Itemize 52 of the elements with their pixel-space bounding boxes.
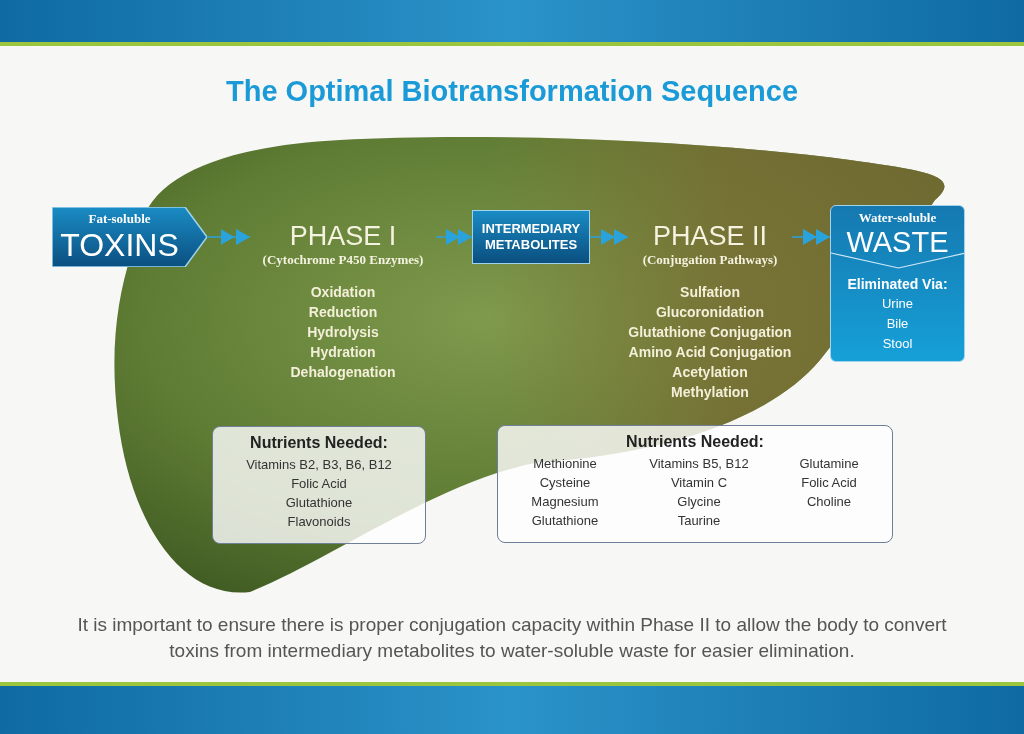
caption: It is important to ensure there is proper conjugation capacity within Phase II to allow the body to convert toxins from intermediary metabolites to water-soluble waste for easier elimination. — [76, 613, 948, 663]
nutrient-item: Glutathione — [285, 494, 353, 512]
nutrients-card — [497, 425, 893, 543]
nutrient-item: Magnesium — [531, 493, 599, 511]
reaction-item: Acetylation — [672, 363, 748, 382]
double-chevron-arrow — [435, 229, 473, 245]
nutrient-item: Methionine — [533, 455, 597, 473]
nutrient-item: Glutathione — [531, 512, 599, 530]
waste-box — [830, 205, 965, 362]
reaction-item: Methylation — [671, 383, 749, 402]
nutrient-item: Vitamin C — [670, 474, 728, 492]
double-chevron-arrow — [589, 229, 629, 245]
phase-subtitle: (Cytochrome P450 Enzymes) — [262, 252, 424, 268]
box-heading: TOXINS — [60, 227, 179, 263]
nutrients-card — [212, 426, 426, 544]
diagram-title: The Optimal Biotransformation Sequence — [225, 74, 799, 109]
nutrient-item: Flavonoids — [287, 513, 351, 531]
box-subtitle: Water-soluble — [858, 210, 937, 226]
reaction-item: Glutathione Conjugation — [628, 323, 792, 342]
phase-subtitle: (Conjugation Pathways) — [642, 252, 778, 268]
reaction-item: Hydrolysis — [307, 323, 379, 342]
double-chevron-arrow — [206, 229, 251, 245]
elimination-item: Bile — [886, 315, 909, 333]
card-heading: Nutrients Needed: — [250, 433, 388, 453]
nutrient-item: Glutamine — [799, 455, 859, 473]
reaction-item: Sulfation — [680, 283, 740, 302]
metabolites-box — [472, 210, 590, 264]
card-heading: Nutrients Needed: — [626, 432, 764, 452]
nutrient-item: Folic Acid — [291, 475, 347, 493]
nutrient-item: Cysteine — [539, 474, 591, 492]
phase-title: PHASE II — [652, 220, 767, 252]
nutrient-item: Taurine — [677, 512, 721, 530]
nutrient-item: Folic Acid — [801, 474, 857, 492]
reaction-item: Amino Acid Conjugation — [628, 343, 792, 362]
phase-title: PHASE I — [289, 220, 397, 252]
double-chevron-arrow — [791, 229, 831, 245]
list-heading: Eliminated Via: — [847, 275, 948, 294]
box-label: INTERMEDIARY METABOLITES — [480, 221, 582, 253]
nutrient-item: Vitamins B5, B12 — [649, 455, 749, 473]
reaction-item: Oxidation — [310, 283, 376, 302]
reaction-item: Hydration — [310, 343, 376, 362]
reaction-item: Reduction — [308, 303, 378, 322]
nutrient-item: Choline — [807, 493, 852, 511]
box-heading: WASTE — [846, 226, 949, 258]
box-subtitle: Fat-soluble — [88, 211, 151, 227]
elimination-item: Urine — [881, 295, 914, 313]
reaction-item: Glucoronidation — [655, 303, 765, 322]
reaction-item: Dehalogenation — [290, 363, 396, 382]
nutrient-item: Vitamins B2, B3, B6, B12 — [246, 456, 392, 474]
toxins-arrow-box — [52, 207, 207, 267]
nutrient-item: Glycine — [677, 493, 721, 511]
elimination-item: Stool — [882, 335, 913, 353]
